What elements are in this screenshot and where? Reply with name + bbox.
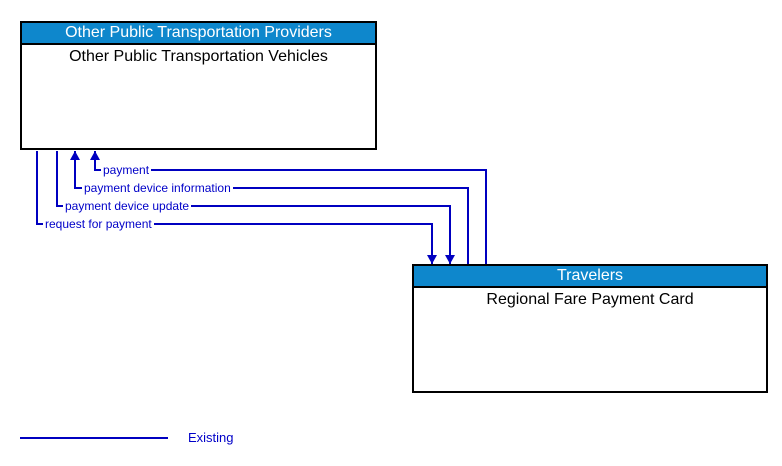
flow-line — [94, 151, 96, 171]
entity-box-travelers[interactable]: Travelers Regional Fare Payment Card — [412, 264, 768, 393]
legend-label: Existing — [188, 430, 234, 445]
legend-line-existing — [20, 437, 168, 439]
flow-label-payment-device-update[interactable]: payment device update — [63, 199, 192, 213]
arrowhead-down-icon — [427, 255, 437, 264]
arrowhead-down-icon — [445, 255, 455, 264]
flow-line — [56, 151, 58, 207]
flow-line — [449, 205, 451, 264]
entity-header: Other Public Transportation Providers — [22, 23, 375, 45]
flow-line — [74, 151, 76, 189]
flow-label-payment[interactable]: payment — [101, 163, 152, 177]
flow-line — [36, 223, 433, 225]
entity-body-label: Other Public Transportation Vehicles — [69, 48, 328, 65]
flow-line — [431, 223, 433, 264]
arrowhead-up-icon — [70, 151, 80, 160]
flow-label-request-for-payment[interactable]: request for payment — [43, 217, 154, 231]
entity-header: Travelers — [414, 266, 766, 288]
flow-line — [36, 151, 38, 225]
flow-line — [94, 169, 487, 171]
flow-line — [485, 169, 487, 264]
entity-box-other-public-transportation-providers[interactable]: Other Public Transportation Providers Ot… — [20, 21, 377, 150]
flow-line — [467, 187, 469, 264]
flow-line — [56, 205, 451, 207]
flow-line — [74, 187, 469, 189]
flow-label-payment-device-information[interactable]: payment device information — [82, 181, 233, 195]
entity-body-label: Regional Fare Payment Card — [486, 291, 694, 308]
arrowhead-up-icon — [90, 151, 100, 160]
